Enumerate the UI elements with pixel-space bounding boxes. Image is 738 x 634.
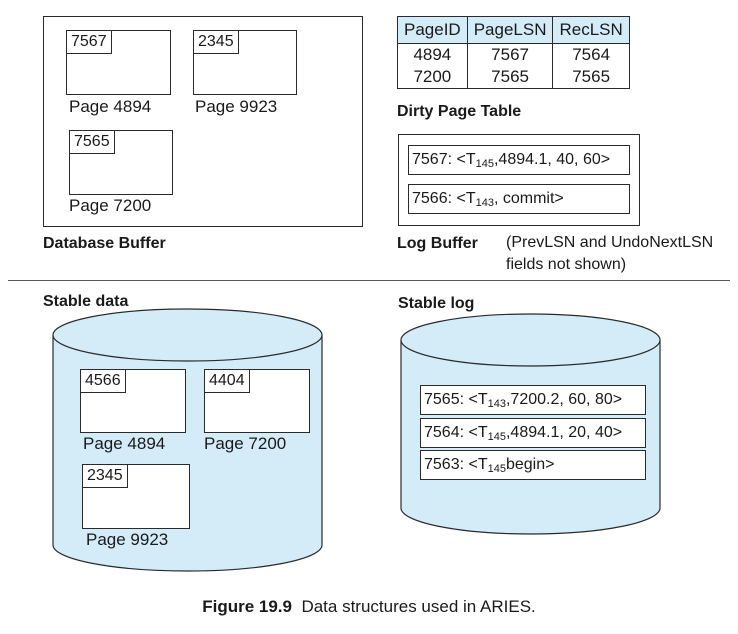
table-row: 4894 7567 7564 <box>397 43 630 66</box>
figure-caption-text: Data structures used in ARIES. <box>301 597 536 616</box>
page-lsn: 4566 <box>81 370 126 393</box>
buffer-page-7200: 7565 <box>69 130 173 195</box>
dirty-page-table-label: Dirty Page Table <box>397 103 522 120</box>
buffer-page-4894: 7567 <box>66 30 171 95</box>
column-header: RecLSN <box>552 16 630 44</box>
page-lsn: 7565 <box>70 131 115 154</box>
database-buffer-label: Database Buffer <box>43 235 166 252</box>
column-header: PageID <box>397 16 468 44</box>
dirty-page-table: PageID PageLSN RecLSN 4894 7567 7564 720… <box>397 16 630 89</box>
table-cell: 7200 <box>397 66 468 89</box>
stable-page-7200: 4404 <box>204 369 310 433</box>
stable-log-record: 7563: <T145begin> <box>420 450 646 480</box>
stable-log-record: 7564: <T145,4894.1, 20, 40> <box>420 418 646 448</box>
log-buffer-record: 7567: <T145,4894.1, 40, 60> <box>408 145 630 175</box>
page-lsn: 2345 <box>83 465 128 488</box>
stable-log-record: 7565: <T143,7200.2, 60, 80> <box>420 385 646 415</box>
table-cell: 4894 <box>397 43 468 66</box>
table-row: 7200 7565 7565 <box>397 66 630 89</box>
page-label: Page 7200 <box>204 434 287 453</box>
log-buffer-note: (PrevLSN and UndoNextLSN fields not show… <box>506 234 714 273</box>
page-label: Page 4894 <box>83 434 166 453</box>
table-cell: 7565 <box>552 66 630 89</box>
buffer-page-9923: 2345 <box>193 30 297 95</box>
column-header: PageLSN <box>466 16 554 44</box>
table-cell: 7564 <box>552 43 630 66</box>
log-buffer-label: Log Buffer <box>397 235 478 252</box>
table-cell: 7565 <box>466 66 554 89</box>
stable-log-label: Stable log <box>398 295 475 312</box>
figure-caption: Figure 19.9 Data structures used in ARIE… <box>0 597 738 617</box>
section-divider <box>8 280 730 281</box>
page-label: Page 4894 <box>69 97 152 116</box>
log-buffer-record: 7566: <T143, commit> <box>408 184 630 214</box>
stable-page-4894: 4566 <box>80 369 186 433</box>
page-label: Page 7200 <box>69 196 152 215</box>
page-lsn: 4404 <box>205 370 250 393</box>
page-lsn: 7567 <box>67 31 112 54</box>
table-cell: 7567 <box>466 43 554 66</box>
figure-number: Figure 19.9 <box>202 597 292 616</box>
stable-page-9923: 2345 <box>82 464 190 529</box>
stable-data-label: Stable data <box>43 293 129 310</box>
page-label: Page 9923 <box>86 530 169 549</box>
page-label: Page 9923 <box>195 97 278 116</box>
page-lsn: 2345 <box>194 31 239 54</box>
